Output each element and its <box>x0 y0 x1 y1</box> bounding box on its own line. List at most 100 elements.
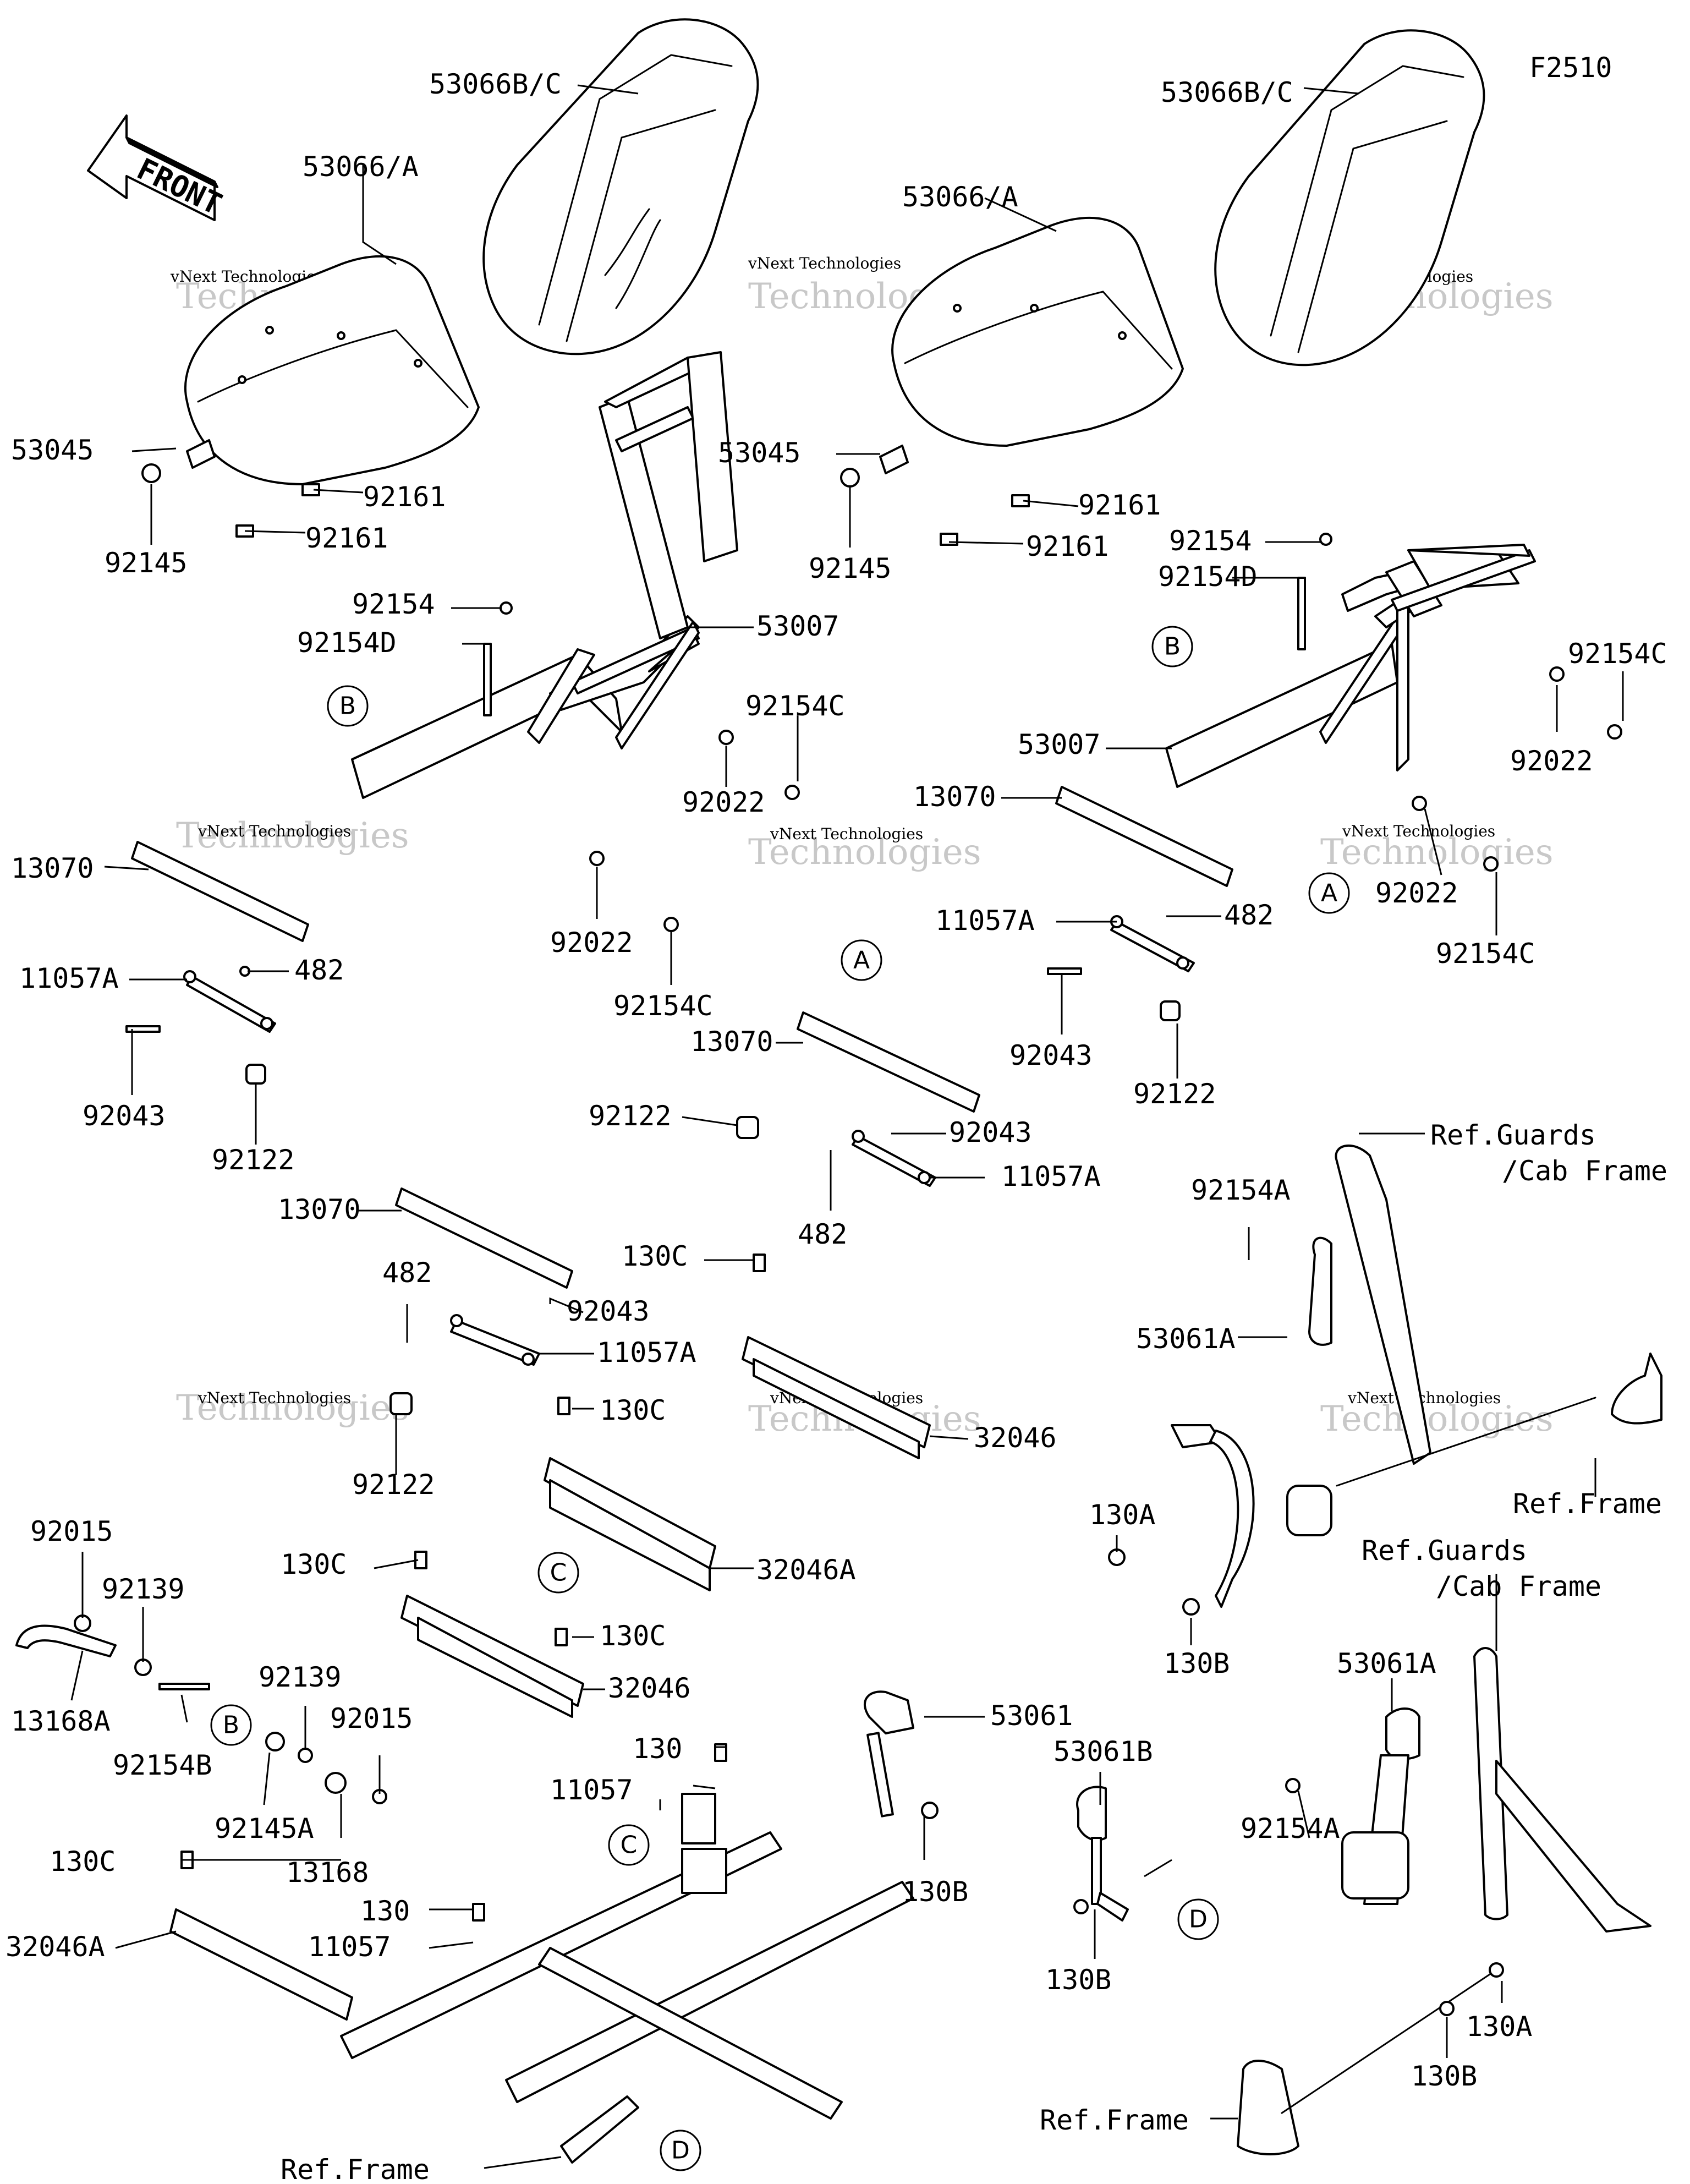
label-92122-right: 92122 <box>1133 1078 1216 1110</box>
svg-text:A: A <box>853 946 870 975</box>
label-cab-frame-upper: /Cab Frame <box>1502 1155 1667 1187</box>
lower-left-parts <box>15 1614 387 2021</box>
left-rail-upper <box>125 841 309 1085</box>
watermark-5: Technologies <box>748 832 981 873</box>
label-130C-mid-c: 130C <box>600 1620 666 1652</box>
right-seat-back <box>1214 29 1485 366</box>
label-92154C-left-a: 92154C <box>745 690 845 722</box>
label-130C-center: 130C <box>622 1240 688 1272</box>
svg-text:C: C <box>621 1831 638 1859</box>
label-11057A-center: 11057A <box>1001 1161 1101 1192</box>
label-92154-right: 92154 <box>1169 525 1252 557</box>
label-130A-lower: 130A <box>1466 2011 1532 2043</box>
label-92122-center: 92122 <box>589 1100 672 1132</box>
label-130C-mid-b: 130C <box>281 1548 347 1580</box>
label-ref-frame-lower: Ref.Frame <box>1040 2104 1189 2136</box>
label-13070-right: 13070 <box>913 781 996 813</box>
right-seatbelt-lower <box>1237 1647 1651 2155</box>
watermark-small-7: vNext Technologies <box>197 1389 351 1407</box>
watermark-small-5: vNext Technologies <box>770 825 923 843</box>
label-482-left: 482 <box>294 954 344 986</box>
callout-D-belt: D <box>1177 1898 1219 1940</box>
svg-text:D: D <box>1189 1906 1208 1934</box>
label-130-lower: 130 <box>360 1895 410 1927</box>
label-92022-left-a: 92022 <box>682 786 765 818</box>
label-130C-mid-a: 130C <box>600 1394 666 1426</box>
label-53066BC-left: 53066B/C <box>429 68 562 100</box>
label-92161-right-a: 92161 <box>1078 489 1161 521</box>
label-92015-right: 92015 <box>330 1703 413 1734</box>
label-130B-upper: 130B <box>1164 1647 1230 1679</box>
label-130A-upper: 130A <box>1089 1499 1155 1531</box>
callout-C-mid: C <box>537 1552 579 1594</box>
left-seat-cushion <box>184 255 480 485</box>
svg-text:B: B <box>223 1711 239 1739</box>
label-11057A-mid: 11057A <box>597 1337 696 1369</box>
label-130B-floor: 130B <box>902 1876 968 1908</box>
label-32046-center: 32046 <box>974 1422 1057 1454</box>
label-92154C-left-b: 92154C <box>613 990 713 1022</box>
label-92022-left-b: 92022 <box>550 927 633 959</box>
right-seat-cushion <box>891 216 1184 447</box>
svg-text:A: A <box>1321 879 1337 907</box>
svg-text:B: B <box>339 692 356 720</box>
label-92154B: 92154B <box>113 1749 212 1781</box>
label-53066A-right: 53066/A <box>902 181 1018 213</box>
label-53066A-left: 53066/A <box>303 151 419 183</box>
label-11057A-right: 11057A <box>935 905 1035 937</box>
label-92043-center: 92043 <box>949 1116 1032 1148</box>
label-92122-left: 92122 <box>212 1144 295 1176</box>
label-53061: 53061 <box>990 1700 1073 1732</box>
label-92161-right-b: 92161 <box>1026 530 1109 562</box>
label-53061B: 53061B <box>1053 1736 1153 1767</box>
label-32046A-mid: 32046A <box>756 1554 856 1586</box>
right-seatbelt-upper <box>1108 1145 1662 1616</box>
label-53045-right: 53045 <box>718 437 801 469</box>
watermark-9: Technologies <box>1320 1399 1554 1439</box>
front-arrow: FRONT <box>87 114 227 222</box>
label-130-upper: 130 <box>633 1733 682 1765</box>
label-482-right: 482 <box>1224 899 1274 931</box>
callouts: B B A A C B C D D <box>210 626 1350 2171</box>
label-92161-left-a: 92161 <box>363 481 446 513</box>
label-92043-right: 92043 <box>1009 1039 1093 1071</box>
watermark-small-2: vNext Technologies <box>748 254 901 272</box>
label-92154-left: 92154 <box>352 588 435 620</box>
front-label: FRONT <box>131 151 227 222</box>
label-92154D-left: 92154D <box>297 627 397 659</box>
right-seat-frame <box>1165 544 1536 788</box>
label-92139-right: 92139 <box>259 1661 342 1693</box>
label-130C-lower: 130C <box>50 1846 116 1878</box>
label-92022-right-b: 92022 <box>1375 877 1458 909</box>
label-53066BC-right: 53066B/C <box>1161 76 1293 108</box>
label-482-center: 482 <box>798 1218 847 1250</box>
svg-text:B: B <box>1164 633 1181 661</box>
label-92145A: 92145A <box>215 1813 314 1844</box>
label-ref-frame-floor: Ref.Frame <box>281 2154 430 2184</box>
middle-rail-group <box>389 1187 716 1718</box>
center-seatbelt <box>1073 1786 1129 1922</box>
right-small-parts <box>840 445 1622 1021</box>
label-92154C-right-b: 92154C <box>1436 938 1535 970</box>
label-92154A-upper: 92154A <box>1191 1174 1291 1206</box>
callout-B-lower: B <box>210 1704 252 1746</box>
label-92122-mid: 92122 <box>352 1469 435 1501</box>
label-92154D-right: 92154D <box>1158 561 1258 593</box>
label-53061A-upper: 53061A <box>1136 1323 1236 1355</box>
part-labels: 53066B/C 53066/A 53045 92145 92161 92161… <box>6 68 1667 2184</box>
label-ref-frame-right: Ref.Frame <box>1513 1488 1662 1520</box>
callout-A-center: A <box>841 939 882 981</box>
watermark-small-9: vNext Technologies <box>1347 1389 1501 1407</box>
callout-C-floor: C <box>608 1824 650 1866</box>
callout-A-right: A <box>1308 872 1350 914</box>
label-130B-lower-right: 130B <box>1411 2060 1477 2092</box>
watermark-7: Technologies <box>176 1388 409 1428</box>
left-seat-back <box>482 18 759 355</box>
floor-frame <box>340 1690 939 2164</box>
label-13070-left: 13070 <box>11 852 94 884</box>
label-11057-upper: 11057 <box>550 1774 633 1806</box>
callout-B-left: B <box>327 685 369 727</box>
callout-B-right: B <box>1151 626 1193 667</box>
svg-text:C: C <box>550 1559 567 1587</box>
left-small-parts <box>141 439 800 932</box>
